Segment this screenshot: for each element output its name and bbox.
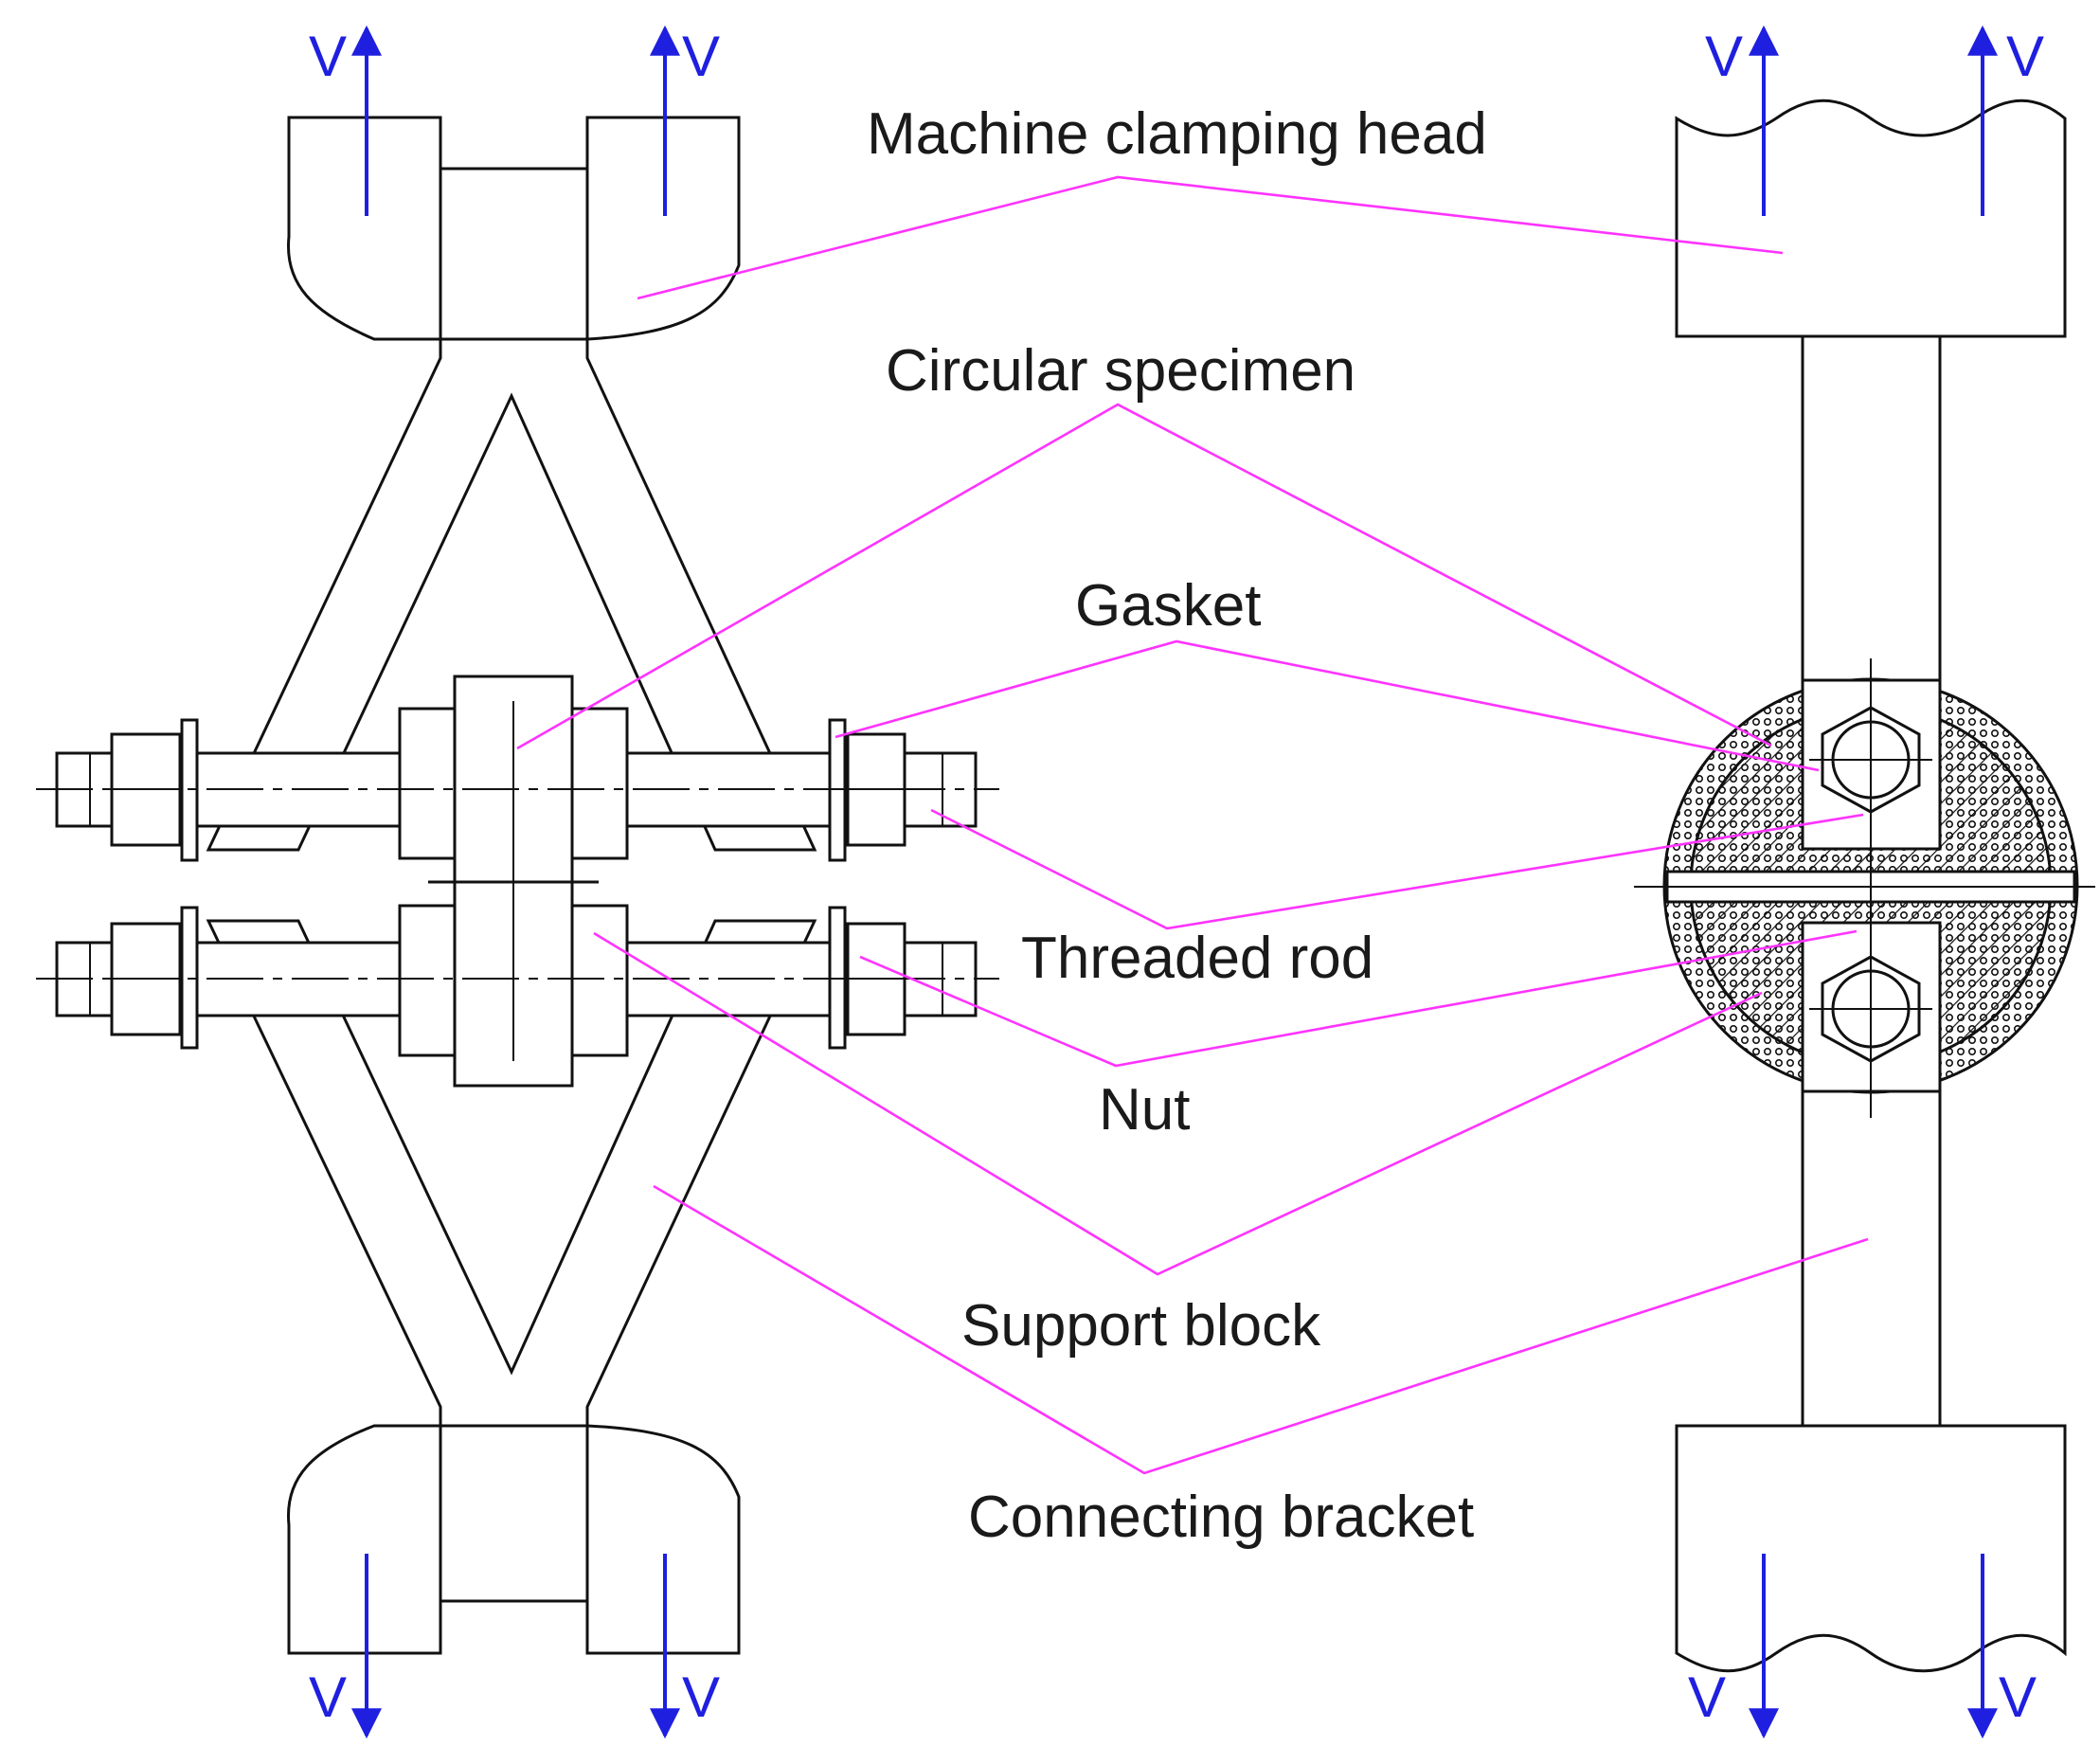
front-view xyxy=(36,116,999,1655)
label-gasket: Gasket xyxy=(1075,573,1261,639)
leader-lines xyxy=(516,175,1869,1475)
label-connecting-bracket: Connecting bracket xyxy=(968,1485,1474,1550)
leader-nut xyxy=(859,929,1858,1068)
load-label-v: V xyxy=(2006,25,2044,88)
front-view-top-clamping-head xyxy=(286,116,741,341)
front-view-top-connecting-bracket xyxy=(206,337,817,852)
load-label-v: V xyxy=(1688,1665,1726,1729)
label-nut: Nut xyxy=(1099,1077,1190,1143)
load-label-v: V xyxy=(682,1665,720,1729)
front-view-center-lines xyxy=(36,701,999,1061)
leader-connecting-bracket xyxy=(653,1184,1869,1475)
load-label-v: V xyxy=(309,1665,347,1729)
leader-circular-specimen xyxy=(516,403,1772,750)
leader-machine-clamping-head xyxy=(637,175,1784,300)
label-circular-specimen: Circular specimen xyxy=(886,338,1355,404)
callout-labels: Machine clamping head Circular specimen … xyxy=(867,101,1487,1550)
label-support-block: Support block xyxy=(961,1293,1321,1359)
label-threaded-rod: Threaded rod xyxy=(1021,926,1373,991)
label-machine-clamping-head: Machine clamping head xyxy=(867,101,1487,167)
leader-support-block xyxy=(593,931,1763,1276)
side-view-bottom-clamping-head xyxy=(1675,1424,2067,1673)
load-label-v: V xyxy=(1705,25,1743,88)
load-arrows: V V V V V V V V xyxy=(309,25,2044,1739)
side-view-top-clamping-head xyxy=(1675,99,2067,338)
front-view-bottom-clamping-head xyxy=(286,1424,741,1655)
side-view-center-lines xyxy=(1634,658,2095,1118)
leader-gasket xyxy=(835,639,1820,772)
load-label-v: V xyxy=(1999,1665,2037,1729)
side-view xyxy=(1634,99,2095,1673)
leader-threaded-rod xyxy=(930,808,1864,930)
load-label-v: V xyxy=(309,25,347,88)
front-view-bottom-connecting-bracket xyxy=(206,919,817,1428)
load-label-v: V xyxy=(682,25,720,88)
